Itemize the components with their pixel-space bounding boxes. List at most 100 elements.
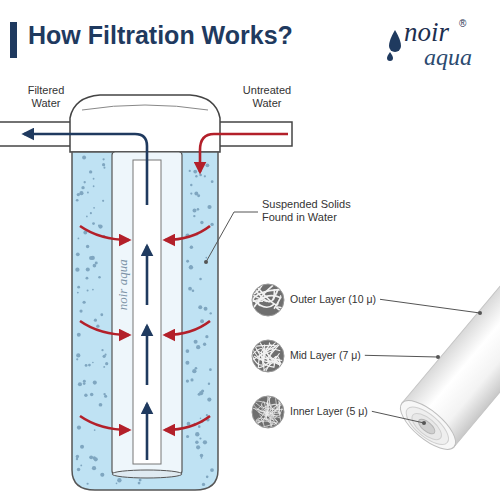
solid-particle xyxy=(84,181,86,183)
layer-texture xyxy=(250,283,285,316)
solid-particle xyxy=(76,353,80,357)
solid-particle xyxy=(93,185,95,187)
solid-particle xyxy=(200,418,202,420)
solid-particle xyxy=(92,362,94,364)
solid-particle xyxy=(116,482,118,484)
solid-particle xyxy=(210,223,213,226)
solid-particle xyxy=(92,466,96,470)
solid-particle xyxy=(93,456,96,459)
inflow-arrow xyxy=(80,416,129,430)
logo-drops xyxy=(387,30,401,61)
solid-particle xyxy=(89,170,92,173)
solid-particle xyxy=(84,394,87,397)
solid-particle xyxy=(93,264,97,268)
solid-particle xyxy=(190,184,192,186)
leader-dot xyxy=(436,355,440,359)
solid-particle xyxy=(189,170,191,172)
solid-particle xyxy=(210,312,212,314)
layer-textures xyxy=(250,283,285,430)
solid-particle xyxy=(197,208,200,211)
layer-label: Mid Layer (7 μ) xyxy=(290,349,361,362)
solid-particle xyxy=(185,361,189,365)
flow-label: Filtered Water xyxy=(16,84,76,110)
suspended-solids xyxy=(75,156,214,486)
layer-leaders xyxy=(365,299,482,425)
solid-particle xyxy=(189,265,193,269)
solid-particle xyxy=(198,425,201,428)
solid-particle xyxy=(93,207,95,209)
callout-label: Suspended Solids Found in Water xyxy=(262,198,376,224)
solid-particle xyxy=(77,286,80,289)
solid-particle xyxy=(193,208,197,212)
solid-particle xyxy=(76,455,79,458)
solid-particle xyxy=(83,382,86,385)
solid-particle xyxy=(86,245,89,248)
solid-particle xyxy=(196,345,200,349)
solid-particle xyxy=(79,191,83,195)
solid-particle xyxy=(78,382,82,386)
filter-housing xyxy=(0,95,292,490)
solid-particle xyxy=(103,393,105,395)
solid-particle xyxy=(187,422,191,426)
solid-particle xyxy=(93,178,95,180)
watermark: noir aqua xyxy=(114,260,130,311)
solid-particle xyxy=(87,289,89,291)
solid-particle xyxy=(117,478,121,482)
layer-label: Inner Layer (5 μ) xyxy=(290,405,368,418)
solid-particle xyxy=(100,313,103,316)
solid-particle xyxy=(138,482,141,485)
solid-particle xyxy=(77,426,81,430)
solid-particle xyxy=(93,381,97,385)
solid-particle xyxy=(80,465,82,467)
texture-ring xyxy=(252,284,284,316)
inflow-arrow xyxy=(165,416,210,430)
cap-ridge xyxy=(82,105,208,110)
title-bar xyxy=(10,22,17,58)
solid-particle xyxy=(206,414,208,416)
solid-particle xyxy=(102,158,104,160)
leader-dot xyxy=(422,421,426,425)
solid-particle xyxy=(206,257,208,259)
solid-particle xyxy=(199,174,202,177)
solid-particle xyxy=(98,224,102,228)
solid-particle xyxy=(190,378,193,381)
cartridge-base xyxy=(112,470,182,478)
solid-particle xyxy=(192,369,196,373)
housing-bowl xyxy=(72,152,218,490)
up-arrow xyxy=(146,326,149,385)
solid-particle xyxy=(200,319,204,323)
solid-particle xyxy=(190,192,192,194)
solid-particle xyxy=(88,364,91,367)
solid-particle xyxy=(209,368,212,371)
solid-particle xyxy=(196,445,200,449)
up-arrow xyxy=(146,246,149,305)
solid-particle xyxy=(206,163,210,167)
solid-particle xyxy=(197,194,200,197)
solid-particle xyxy=(78,238,80,240)
logo-mark: ® xyxy=(459,18,466,30)
solid-particle xyxy=(211,180,214,183)
filter-cartridge-3d xyxy=(393,235,500,458)
inner-tube xyxy=(133,160,161,464)
solid-particle xyxy=(90,393,94,397)
solid-particle xyxy=(103,355,106,358)
solid-particle xyxy=(102,163,105,166)
layer-texture xyxy=(250,394,285,429)
solid-particle xyxy=(193,170,197,174)
solid-particle xyxy=(186,435,189,438)
solid-particle xyxy=(99,403,103,407)
solid-particle xyxy=(96,324,99,327)
title: How Filtration Works? xyxy=(28,20,293,50)
solid-particle xyxy=(195,175,197,177)
solid-particle xyxy=(103,366,105,368)
solid-particle xyxy=(208,383,210,385)
inflow-arrow xyxy=(165,226,210,240)
solid-particle xyxy=(89,455,93,459)
solid-particle xyxy=(201,389,204,392)
solid-particle xyxy=(77,333,81,337)
solid-particle xyxy=(77,193,80,196)
solid-particle xyxy=(199,278,202,281)
inflow-arrow xyxy=(80,226,129,240)
